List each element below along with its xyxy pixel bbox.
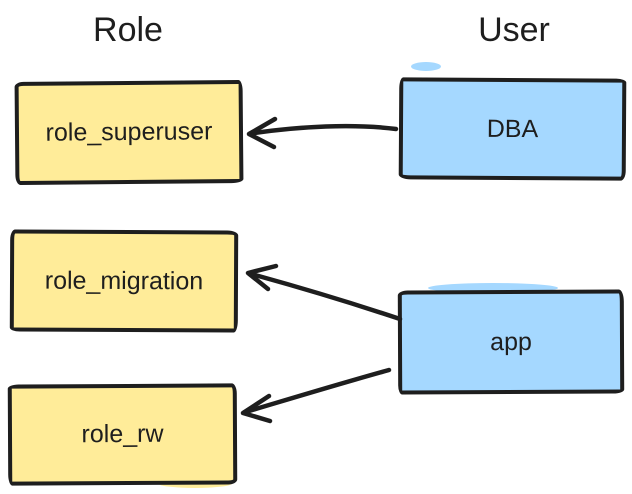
node-role-migration[interactable]: role_migration <box>9 229 239 333</box>
node-role-rw-label: role_rw <box>81 419 164 449</box>
node-role-superuser[interactable]: role_superuser <box>14 80 244 185</box>
column-heading-role: Role <box>93 11 163 49</box>
node-role-migration-label: role_migration <box>44 266 204 295</box>
fill-overshoot-dba <box>411 62 441 71</box>
node-user-app[interactable]: app <box>397 289 625 395</box>
node-user-dba-label: DBA <box>486 114 539 143</box>
node-user-dba[interactable]: DBA <box>398 77 627 181</box>
arrow-dba-to-role-superuser[interactable] <box>246 116 399 150</box>
arrow-app-to-role-migration[interactable] <box>245 263 403 322</box>
column-heading-user: User <box>478 11 550 49</box>
arrow-app-to-role-rw[interactable] <box>240 367 392 424</box>
node-user-app-label: app <box>490 327 532 356</box>
node-role-superuser-label: role_superuser <box>45 117 213 147</box>
fill-overshoot-app <box>428 283 558 293</box>
node-role-rw[interactable]: role_rw <box>7 383 238 486</box>
